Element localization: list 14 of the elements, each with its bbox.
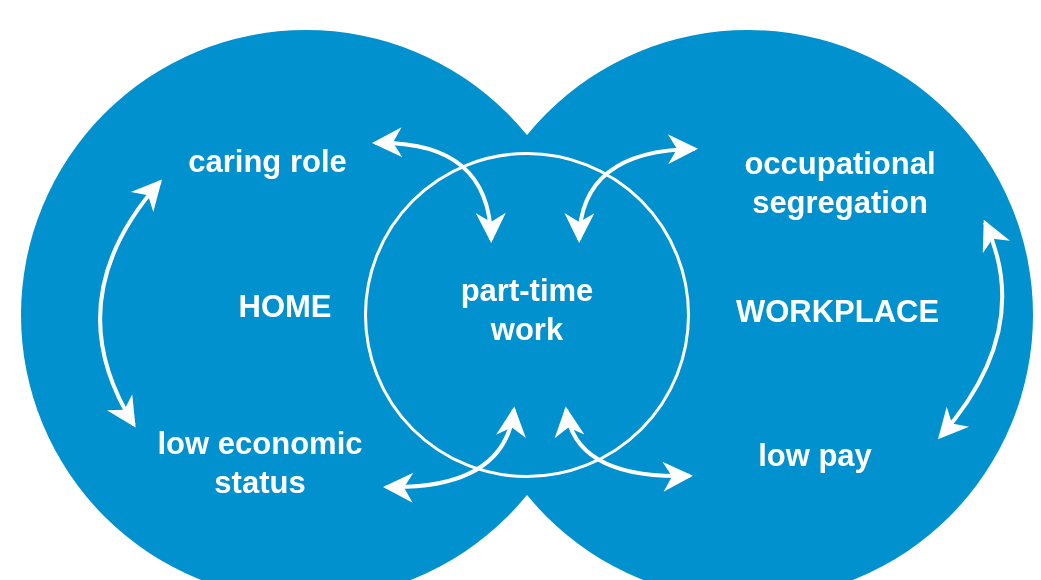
circle-label: WORKPLACE [734, 293, 941, 331]
double-arrow [383, 406, 525, 502]
double-arrow [98, 179, 162, 428]
circle-label: HOME [237, 288, 333, 326]
node-label: occupational segregation [695, 145, 985, 223]
double-arrow [556, 406, 693, 492]
node-label: low pay [690, 437, 940, 476]
double-arrow [565, 135, 698, 243]
node-label: caring role [160, 143, 375, 182]
node-label: low economic status [120, 425, 400, 503]
circle-label: part-time work [459, 272, 595, 349]
double-arrow [938, 219, 1010, 440]
overlap-circle [364, 152, 690, 478]
double-arrow [372, 128, 505, 243]
